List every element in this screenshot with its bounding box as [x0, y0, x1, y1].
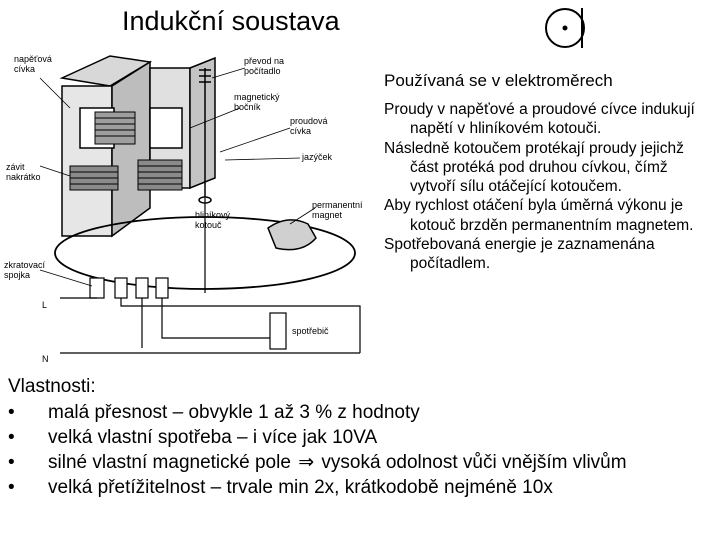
list-item: •malá přesnost – obvykle 1 až 3 % z hodn…	[8, 401, 713, 425]
list-item: •velká vlastní spotřeba – i více jak 10V…	[8, 426, 713, 450]
description-paragraph: Následně kotoučem protékají proudy jejic…	[384, 139, 714, 197]
bullet-icon: •	[8, 401, 15, 425]
label-load: spotřebič	[292, 326, 329, 336]
description-paragraph: Aby rychlost otáčení byla úměrná výkonu …	[384, 196, 714, 235]
bullet-icon: •	[8, 426, 15, 450]
bullet-icon: •	[8, 451, 15, 475]
properties-list: •malá přesnost – obvykle 1 až 3 % z hodn…	[8, 401, 713, 500]
description-paragraph: Spotřebovaná energie je zaznamenána počí…	[384, 235, 714, 274]
slide-title: Indukční soustava	[122, 4, 340, 38]
implies-arrow-icon: ⇒	[298, 451, 314, 475]
list-item: •silné vlastní magnetické pole ⇒ vysoká …	[8, 451, 713, 475]
induction-meter-symbol-icon	[540, 6, 590, 50]
label-tongue: jazýček	[301, 152, 333, 162]
description-paragraph: Proudy v napěťové a proudové cívce induk…	[384, 100, 714, 139]
bullet-icon: •	[8, 476, 15, 500]
list-item: •velká přetížitelnost – trvale min 2x, k…	[8, 476, 713, 500]
properties-heading: Vlastnosti:	[8, 374, 713, 400]
properties-section: Vlastnosti: •malá přesnost – obvykle 1 a…	[8, 374, 713, 500]
label-phase: L	[42, 300, 47, 310]
description: Používaná se v elektroměrech Proudy v na…	[384, 70, 714, 274]
description-lead: Používaná se v elektroměrech	[384, 70, 714, 92]
label-neutral: N	[42, 354, 49, 364]
